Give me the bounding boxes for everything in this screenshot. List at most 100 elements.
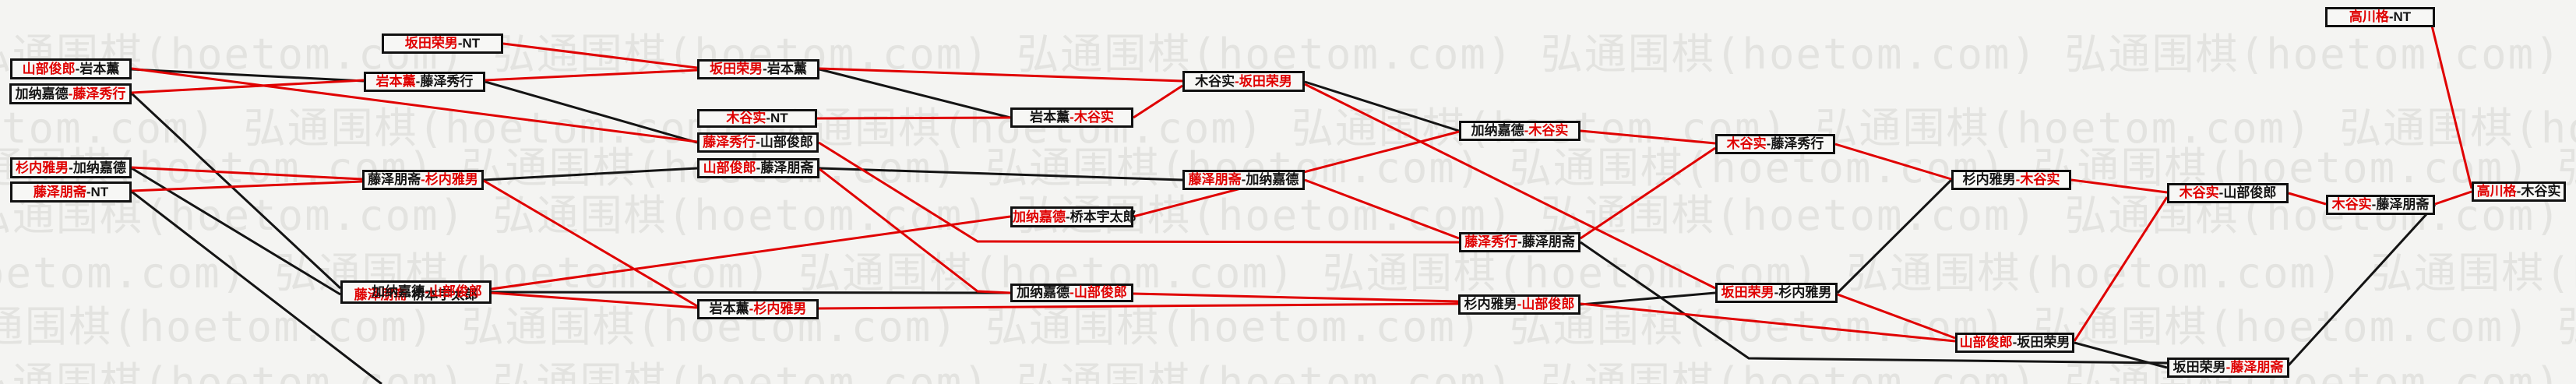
game-box-G7: 藤泽朋斋-杉内雅男 bbox=[362, 170, 484, 190]
winner-name: -山部俊郎 bbox=[1070, 285, 1127, 300]
loser-name: -NT bbox=[86, 185, 109, 199]
game-label: 木谷实-藤泽朋斋 bbox=[2328, 197, 2433, 213]
loser-name: -木谷实 bbox=[2516, 184, 2561, 199]
loser-name: -桥本宇太郎 bbox=[1066, 210, 1136, 224]
game-label: 藤泽朋斋-杉内雅男 bbox=[365, 172, 481, 188]
game-label: 坂田荣男-杉内雅男 bbox=[1718, 285, 1835, 301]
connection-G12-G16-black bbox=[819, 167, 1183, 181]
loser-name: -桥本宇太郎 bbox=[407, 287, 478, 302]
game-box-G17: 加纳嘉德-桥本宇太郎 bbox=[1010, 206, 1136, 227]
loser-name: 加纳嘉德 bbox=[1017, 285, 1070, 300]
game-label: 高川格-NT bbox=[2328, 9, 2433, 25]
winner-name: 木谷实 bbox=[1726, 136, 1767, 151]
loser-name: -藤泽秀行 bbox=[415, 74, 474, 89]
loser-name: -加纳嘉德 bbox=[1241, 172, 1299, 187]
connection-G26-G27-red bbox=[2288, 192, 2327, 206]
connection-G3-G7-red bbox=[131, 166, 363, 181]
winner-name: 高川格 bbox=[2476, 184, 2517, 199]
winner-name: -坂田荣男 bbox=[1235, 74, 1292, 89]
loser-name: 岩本薰 bbox=[709, 301, 749, 316]
game-box-G25: 山部俊郎-坂田荣男 bbox=[1955, 333, 2074, 353]
winner-name: -杉内雅男 bbox=[749, 301, 807, 316]
connection-G5-G9-red bbox=[502, 42, 698, 69]
connection-G18-G21-red bbox=[1133, 292, 1459, 303]
winner-name: -木谷实 bbox=[1524, 123, 1569, 138]
game-label: 木谷实-藤泽秀行 bbox=[1718, 136, 1833, 152]
winner-name: 山部俊郎 bbox=[22, 62, 76, 76]
game-box-G6: 岩本薰-藤泽秀行 bbox=[364, 72, 485, 92]
loser-name: 加纳嘉德 bbox=[372, 284, 425, 299]
game-box-G21: 杉内雅男-山部俊郎 bbox=[1458, 294, 1580, 315]
garbled-overlap-layer: 藤泽朋斋-桥本宇太郎 bbox=[343, 286, 489, 305]
connection-G14-G15-red bbox=[1133, 84, 1183, 119]
game-box-G27: 木谷实-藤泽朋斋 bbox=[2326, 195, 2435, 215]
game-label: 山部俊郎-坂田荣男 bbox=[1958, 335, 2072, 351]
game-label: 岩本薰-杉内雅男 bbox=[700, 301, 816, 317]
connection-G7-G12-black bbox=[483, 167, 698, 181]
loser-name: -藤泽朋斋 bbox=[2371, 197, 2430, 212]
connection-G12-G18-red bbox=[819, 167, 1011, 294]
winner-name: 坂田荣男 bbox=[404, 36, 458, 51]
game-label: 坂田荣男-藤泽朋斋 bbox=[2169, 360, 2287, 375]
loser-name: -坂田荣男 bbox=[2012, 335, 2070, 350]
loser-name: 杉内雅男 bbox=[1962, 172, 2016, 187]
watermark-text: 弘通围棋(hoetom.com) 弘通围棋(hoetom.com) 弘通围棋(h… bbox=[0, 104, 2576, 153]
game-box-G10: 木谷实-NT bbox=[697, 109, 817, 128]
watermark-text: 弘通围棋(hoetom.com) 弘通围棋(hoetom.com) 弘通围棋(h… bbox=[0, 191, 2576, 240]
loser-name: -藤泽秀行 bbox=[1766, 136, 1824, 151]
winner-name: -山部俊郎 bbox=[1517, 297, 1575, 312]
game-label: 岩本薰-藤泽秀行 bbox=[366, 74, 483, 90]
connection-G11-G20-red bbox=[818, 141, 1460, 244]
winner-name: -山部俊郎 bbox=[425, 284, 482, 299]
loser-name: -岩本薰 bbox=[75, 62, 120, 76]
loser-name: 杉内雅男 bbox=[1464, 297, 1517, 312]
game-box-G1: 山部俊郎-岩本薰 bbox=[10, 58, 132, 79]
loser-name: -NT bbox=[766, 111, 788, 125]
loser-name: 藤泽朋斋 bbox=[368, 172, 421, 187]
watermark-text: 弘通围棋(hoetom.com) 弘通围棋(hoetom.com) 弘通围棋(h… bbox=[0, 302, 2576, 351]
winner-name: 藤泽秀行 bbox=[703, 135, 756, 150]
connection-G4-edge-black bbox=[131, 190, 382, 384]
connection-G27-G28-red bbox=[2434, 190, 2472, 206]
game-box-G24: 杉内雅男-木谷实 bbox=[1951, 170, 2071, 190]
connection-G21-G25-red bbox=[1580, 302, 1956, 343]
game-box-G2: 加纳嘉德-藤泽秀行 bbox=[9, 83, 132, 104]
game-box-G28: 高川格-木谷实 bbox=[2472, 181, 2566, 202]
winner-name: -藤泽秀行 bbox=[68, 86, 126, 101]
connection-G8-G18-black bbox=[491, 291, 1011, 294]
garbled-overlap-layer: 加纳嘉德-山部俊郎 bbox=[354, 283, 500, 301]
connection-G1-G11-red bbox=[131, 67, 698, 143]
connection-G4-G7-red bbox=[131, 180, 363, 192]
connection-G27-G30-black bbox=[2287, 203, 2437, 367]
game-box-G9: 坂田荣男-岩本薰 bbox=[697, 59, 819, 79]
winner-name: -藤泽朋斋 bbox=[2225, 360, 2284, 375]
winner-name: 木谷实 bbox=[726, 111, 766, 125]
connection-G16-G20-red bbox=[1304, 178, 1460, 240]
loser-name: -NT bbox=[457, 36, 481, 51]
game-box-G8: 藤泽朋斋-桥本宇太郎加纳嘉德-山部俊郎 bbox=[340, 280, 492, 304]
loser-name: 岩本薰 bbox=[1030, 110, 1070, 125]
game-box-G20: 藤泽秀行-藤泽朋斋 bbox=[1459, 232, 1580, 252]
winner-name: 藤泽朋斋 bbox=[33, 185, 86, 199]
game-label: 加纳嘉德-山部俊郎 bbox=[1013, 286, 1131, 300]
winner-name: 山部俊郎 bbox=[703, 160, 756, 175]
game-label: 高川格-木谷实 bbox=[2474, 184, 2564, 199]
connection-G7-G13-red bbox=[483, 179, 698, 308]
connection-G8-G17-red bbox=[491, 215, 1011, 291]
winner-name: 藤泽朋斋 bbox=[1188, 172, 1242, 187]
connection-G22-G24-red bbox=[1834, 143, 1952, 181]
winner-name: -杉内雅男 bbox=[421, 172, 478, 187]
game-label: 藤泽秀行-山部俊郎 bbox=[700, 135, 816, 150]
connection-G29-G28-red bbox=[2430, 25, 2473, 189]
winner-name: 高川格 bbox=[2349, 9, 2389, 24]
connection-G24-G26-red bbox=[2070, 178, 2168, 194]
game-box-G26: 木谷实-山部俊郎 bbox=[2167, 183, 2289, 203]
loser-name: -山部俊郎 bbox=[756, 135, 813, 150]
winner-name: 藤泽秀行 bbox=[1464, 234, 1518, 249]
loser-name: 木谷实 bbox=[1195, 74, 1235, 89]
connection-G23-G24-black bbox=[1836, 178, 1953, 294]
game-box-G16: 藤泽朋斋-加纳嘉德 bbox=[1182, 170, 1305, 190]
game-label: 岩本薰-木谷实 bbox=[1013, 110, 1131, 125]
game-box-G12: 山部俊郎-藤泽朋斋 bbox=[697, 158, 819, 178]
